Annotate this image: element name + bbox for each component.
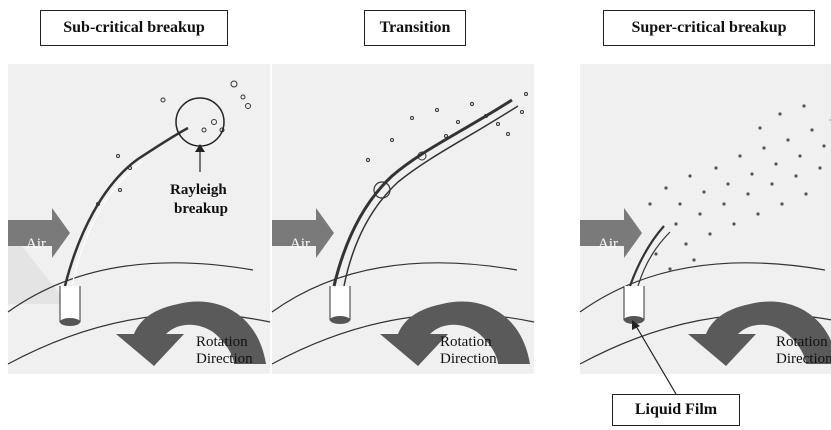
super-critical-panel: Air Rotation Direction <box>579 64 831 374</box>
transition-illustration <box>271 64 535 374</box>
air-arrow <box>8 208 70 258</box>
super-critical-illustration <box>579 64 831 374</box>
rayleigh-breakup-label-line2: breakup <box>174 201 228 217</box>
droplets <box>366 92 528 162</box>
air-arrow <box>580 208 642 258</box>
rotation-arrow <box>380 301 530 366</box>
rotation-label-line1: Rotation <box>440 334 492 350</box>
air-label: Air <box>26 236 46 252</box>
super-critical-title: Super-critical breakup <box>603 10 815 46</box>
sub-critical-title: Sub-critical breakup <box>40 10 228 46</box>
rotation-label-line2: Direction <box>776 351 831 367</box>
rotation-label-line1: Rotation <box>776 334 828 350</box>
rayleigh-breakup-label-line1: Rayleigh <box>170 182 227 198</box>
liquid-film-label: Liquid Film <box>612 394 740 426</box>
rotation-arrow <box>688 301 831 366</box>
droplets <box>96 80 251 206</box>
sub-critical-panel: Air Rayleigh breakup Rotation Direction <box>7 64 271 374</box>
rayleigh-arrowhead <box>195 144 205 152</box>
nozzle-cup <box>59 286 81 326</box>
rotation-arrow <box>116 301 266 366</box>
liquid-ligaments <box>628 225 665 287</box>
transition-title: Transition <box>364 10 466 46</box>
air-arrow <box>272 208 334 258</box>
disc-edge-line <box>7 262 254 313</box>
nozzle-cup <box>623 286 645 324</box>
nozzle-cup <box>329 286 351 324</box>
sub-critical-illustration <box>7 64 271 374</box>
air-label: Air <box>290 236 310 252</box>
air-label: Air <box>598 236 618 252</box>
rotation-label-line2: Direction <box>440 351 497 367</box>
rotation-label-line1: Rotation <box>196 334 248 350</box>
droplets <box>648 104 831 271</box>
liquid-jet <box>63 126 189 287</box>
transition-panel: Air Rotation Direction <box>271 64 535 374</box>
liquid-sheet <box>332 98 513 287</box>
rotation-label-line2: Direction <box>196 351 253 367</box>
